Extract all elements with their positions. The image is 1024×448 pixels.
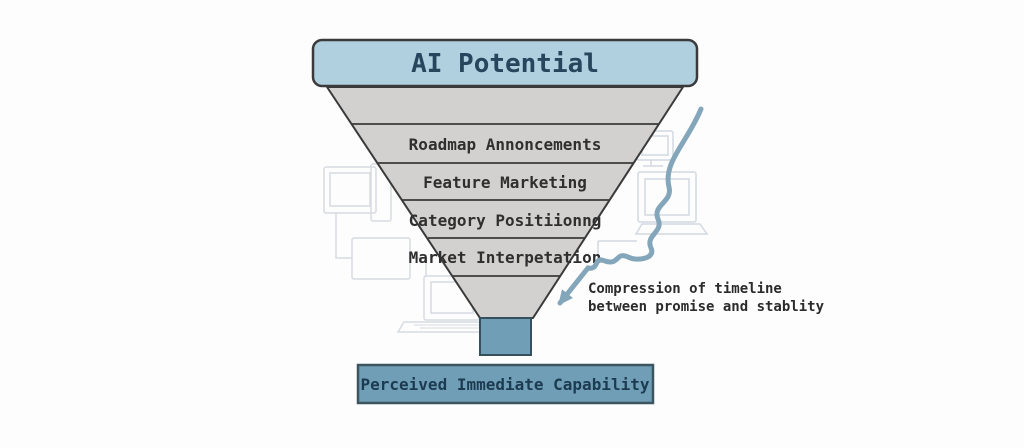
bottom-box <box>356 363 655 405</box>
connector-line <box>410 257 427 277</box>
diagram-title: AI Potential <box>411 49 599 79</box>
funnel-layer-label-1: Roadmap Annoncements <box>409 135 602 154</box>
title-box <box>311 38 699 88</box>
funnel-layer-label-2: Feature Marketing <box>423 173 587 192</box>
monitor-stand <box>643 160 663 167</box>
annotation-line-1: Compression of timeline <box>588 281 782 297</box>
keyboard-icon <box>634 223 709 235</box>
annotation-line-2: between promise and stablity <box>588 299 825 315</box>
funnel-layer-label-4: Market Interpetation <box>409 248 602 267</box>
keyboard-keys <box>414 324 486 329</box>
monitor-screen-icon <box>329 172 371 207</box>
monitor-icon <box>323 166 377 214</box>
squiggle-arrow <box>557 106 704 306</box>
funnel-layer-label-3: Category Positiionng <box>409 211 602 230</box>
connector-line <box>335 213 352 259</box>
funnel-dividers <box>351 123 659 277</box>
bottom-box-label: Perceived Immediate Capability <box>361 375 650 394</box>
funnel-spout <box>479 317 532 356</box>
